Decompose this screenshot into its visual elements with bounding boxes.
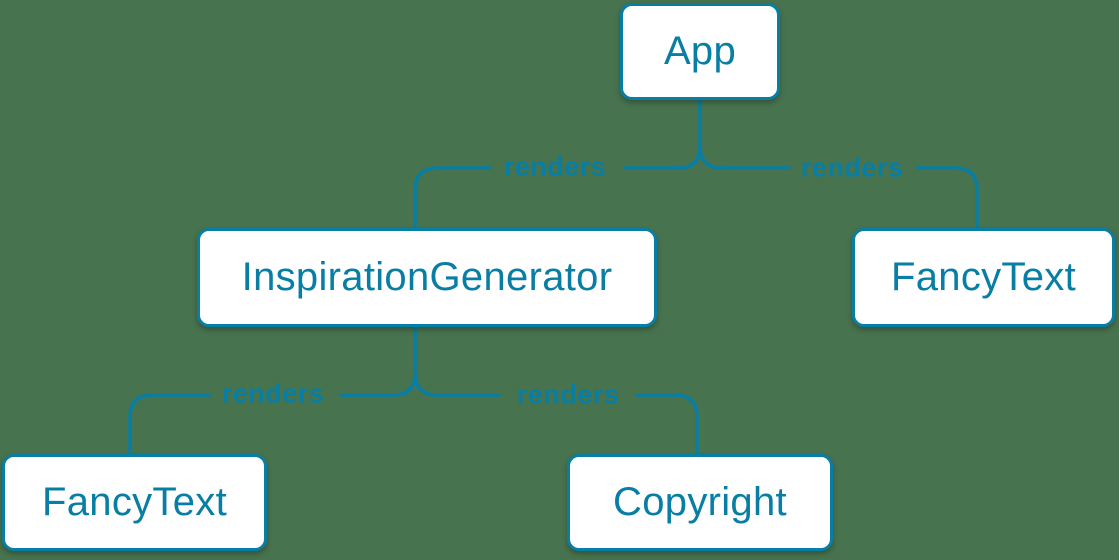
node-copyright: Copyright: [567, 454, 833, 551]
edge-label-app-fancytext: renders: [800, 152, 904, 183]
edge-app-fancytext-left: [698, 144, 791, 170]
edge-inspiration-fancytext-left: [128, 393, 211, 456]
edge-inspiration-fancytext-right: [339, 371, 417, 397]
edge-inspiration-copyright-right: [635, 393, 699, 456]
node-fancy-text-top: FancyText: [852, 228, 1115, 327]
edge-app-inspiration-right: [413, 166, 492, 230]
node-fancy-text-bottom-label: FancyText: [42, 480, 227, 524]
node-inspiration-generator: InspirationGenerator: [197, 228, 657, 327]
edge-app-inspiration-left: [623, 144, 702, 170]
node-app-label: App: [663, 29, 737, 73]
node-inspiration-generator-label: InspirationGenerator: [241, 255, 613, 299]
node-fancy-text-top-label: FancyText: [891, 255, 1076, 299]
edge-label-app-inspiration: renders: [503, 151, 607, 182]
node-copyright-label: Copyright: [613, 480, 787, 524]
node-app: App: [620, 3, 780, 100]
edge-app-fancytext-right: [915, 166, 979, 230]
edge-inspiration-copyright-left: [413, 371, 501, 397]
node-fancy-text-bottom: FancyText: [2, 454, 267, 551]
edge-label-inspiration-copyright: renders: [516, 379, 620, 410]
edge-label-inspiration-fancytext: renders: [221, 378, 325, 409]
